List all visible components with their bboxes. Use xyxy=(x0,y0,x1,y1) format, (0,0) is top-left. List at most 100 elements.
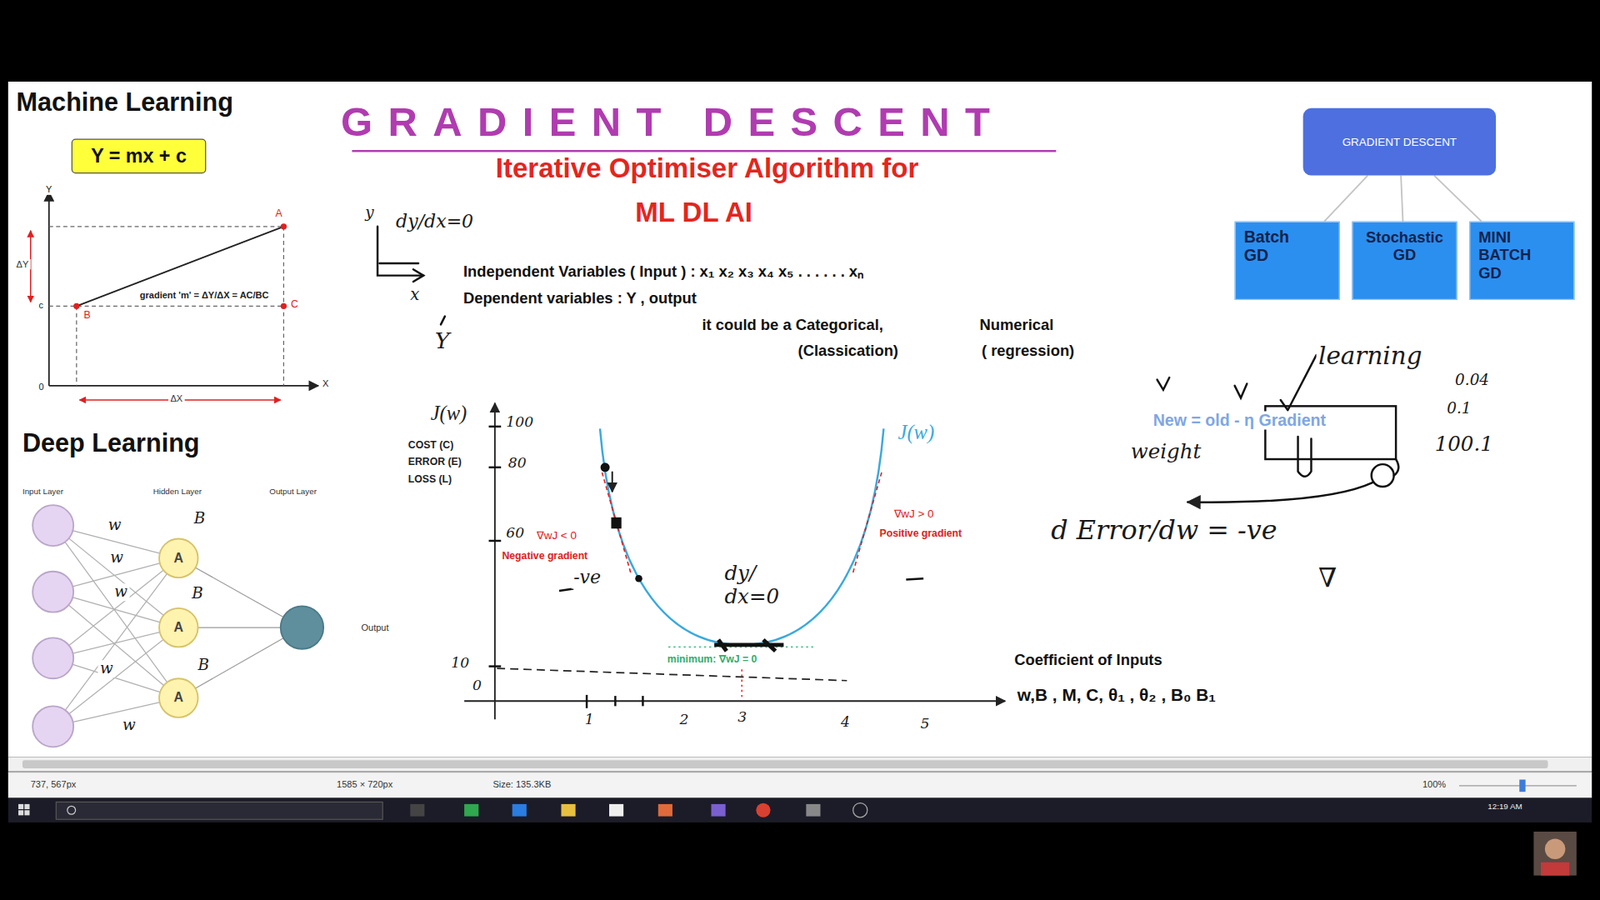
drawing-part xyxy=(53,627,180,727)
neuron-circle xyxy=(280,605,324,649)
section-heading: ML DL AI xyxy=(633,196,755,229)
zoom-slider xyxy=(1459,785,1577,786)
page-title: GRADIENT DESCENT xyxy=(339,98,1008,145)
annotation-label: C xyxy=(289,298,301,310)
root-box: GRADIENT DESCENT xyxy=(1303,108,1496,176)
annotation-label: (Classication) xyxy=(795,341,900,360)
annotation-label: 1585 × 720px xyxy=(335,780,395,791)
annotation-label: Y xyxy=(44,185,55,196)
handwritten-note: x xyxy=(408,285,422,305)
drawing-part xyxy=(32,705,74,747)
slide-panel xyxy=(8,81,1592,758)
hidden-neuron: A xyxy=(158,677,200,719)
drawing-part xyxy=(440,316,445,325)
tangent-line xyxy=(601,472,630,573)
guide-line xyxy=(49,305,285,307)
annotation-label: minimum: ∇wJ = 0 xyxy=(665,653,759,665)
handwritten-note: 10 xyxy=(449,654,472,671)
chart-y-axis xyxy=(494,403,496,720)
handwritten-note: w xyxy=(105,516,124,535)
node-text: A xyxy=(174,620,184,635)
taskbar-icon xyxy=(853,803,868,818)
annotation-label: ΔX xyxy=(168,394,185,405)
handwritten-note: B xyxy=(195,657,211,675)
annotation-label: 100% xyxy=(1420,780,1448,791)
drawing-part xyxy=(489,466,502,469)
tangent-line xyxy=(853,472,882,573)
handwritten-note: d Error/dw = -ve xyxy=(1049,515,1280,546)
step-dot xyxy=(635,575,643,583)
input-neurons xyxy=(32,505,74,747)
drawing-part xyxy=(1235,383,1248,398)
neuron-circle xyxy=(159,608,199,648)
cost-curve xyxy=(600,428,884,645)
handwritten-note: 0.1 xyxy=(1445,400,1474,418)
handwritten-note: B xyxy=(191,510,207,528)
connector xyxy=(198,626,281,628)
connector xyxy=(195,638,284,689)
guide-line xyxy=(49,225,285,227)
handwritten-note: B xyxy=(190,585,205,603)
taskbar-icon xyxy=(410,804,425,817)
connector xyxy=(1434,175,1482,222)
taskbar-icon xyxy=(710,804,725,817)
annotation-label: Negative gradient xyxy=(500,550,590,562)
annotation-label: gradient 'm' = ΔY/ΔX = AC/BC xyxy=(137,290,271,301)
handwritten-note: 4 xyxy=(839,713,853,730)
line-graph xyxy=(30,191,319,400)
title-underline xyxy=(351,150,1056,152)
drawing-part xyxy=(614,695,616,706)
node-text: A xyxy=(174,690,184,705)
status-bar xyxy=(8,772,1592,799)
taskbar-icon xyxy=(755,803,770,818)
webcam-shirt xyxy=(1540,862,1570,876)
node-text: Output xyxy=(360,622,389,634)
section-heading: Iterative Optimiser Algorithm for xyxy=(493,153,921,185)
annotation-label: 0 xyxy=(36,381,46,393)
neuron-circle xyxy=(159,678,199,718)
annotation-label: Output Layer xyxy=(267,486,320,496)
annotation-label: 737, 567px xyxy=(28,780,78,791)
drawing-part xyxy=(585,695,588,709)
annotation-label: Independent Variables ( Input ) : x₁ x₂ … xyxy=(460,262,865,280)
drawing-part xyxy=(489,425,502,428)
equation-box: Y = mx + c xyxy=(71,139,207,175)
drawing-part xyxy=(489,665,502,667)
point xyxy=(73,303,80,310)
drawing-part xyxy=(489,540,502,542)
handwritten-note: 3 xyxy=(735,708,750,725)
taskbar-icon xyxy=(464,804,479,817)
taskbar-icon xyxy=(805,804,820,817)
drawing-part xyxy=(413,269,424,282)
point xyxy=(280,303,287,310)
annotation-label: J(w) xyxy=(895,420,936,444)
drawing-part xyxy=(559,589,574,591)
step-arrow xyxy=(611,471,614,492)
connector xyxy=(1400,175,1403,222)
taskbar xyxy=(8,798,1592,823)
drawing-part xyxy=(1280,355,1317,410)
variant-box: Batch GD xyxy=(1235,221,1340,300)
annotation-label: COST (C) xyxy=(405,439,455,451)
section-heading: Deep Learning xyxy=(20,428,202,458)
annotation-label: Dependent variables : Y , output xyxy=(460,289,699,307)
node-text: Stochastic GD xyxy=(1360,228,1448,264)
hand-ticks xyxy=(489,426,925,709)
taskbar-icon xyxy=(609,804,624,817)
minimum-mark xyxy=(714,640,784,651)
drawing-part xyxy=(1187,482,1373,502)
drawing-part xyxy=(377,226,424,276)
drawing-part xyxy=(641,695,644,706)
annotation-label: J(w) xyxy=(428,401,469,425)
point xyxy=(280,223,287,230)
annotation-label: Positive gradient xyxy=(877,527,965,540)
handwritten-note: 100 xyxy=(504,413,536,430)
drawing-part xyxy=(1298,436,1312,477)
node-text: Batch GD xyxy=(1244,228,1305,266)
annotation-label: Size: 135.3KB xyxy=(490,780,554,791)
taskbar-icon xyxy=(512,804,527,817)
connector xyxy=(195,567,284,617)
handwritten-note: y xyxy=(363,204,376,222)
annotation-label: ΔY xyxy=(14,259,31,270)
step-dot xyxy=(610,517,621,529)
